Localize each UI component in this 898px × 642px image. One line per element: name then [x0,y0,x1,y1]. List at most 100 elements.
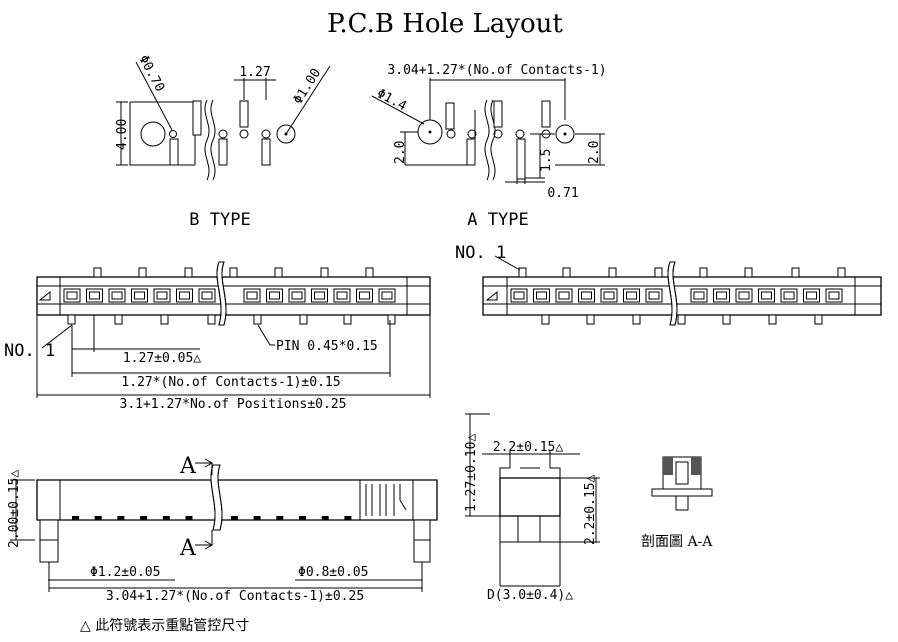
pin [814,314,823,325]
side-pin-tick [140,516,148,520]
pin [138,267,147,278]
slot [198,288,216,303]
side-pin-tick [230,516,238,520]
slot [803,288,820,303]
side-pin-tick [117,516,125,520]
a-type-hole-layout: 3.04+1.27*(No.of Contacts-1) Φ1.4 2.0 1.… [371,63,607,201]
b-type-label: B TYPE [189,210,250,230]
dia-right-label: Φ0.8±0.05 [298,565,368,580]
slot-inner [738,291,750,300]
slot-inner [648,291,660,300]
page-title: P.C.B Hole Layout [327,9,563,39]
end-width-label: 2.2±0.15△ [493,440,564,455]
slot [378,288,396,303]
slot-inner [716,291,727,300]
slot [555,288,573,303]
side-view-connector [36,458,438,563]
side-pin-tick [185,516,193,520]
pin [837,267,846,278]
side-pin-tick [299,516,306,520]
slot-inner [558,291,570,300]
a-dim-bottom-label: 0.71 [547,186,578,201]
pin-size-label: PIN 0.45*0.15 [276,339,378,354]
slot-inner [581,291,592,300]
end-height-right-label: 2.2±0.15△ [583,474,598,545]
section-a-bottom: A [179,536,197,561]
slot-inner [201,291,213,300]
a-dim-right-label: 2.0 [587,141,602,164]
b-height-label: 4.00 [115,119,130,150]
side-pin-tick [276,516,284,520]
pin [768,314,777,325]
slot-inner [291,291,303,300]
side-pin-tick [162,516,170,520]
side-pin-tick [94,516,102,520]
pin [114,314,123,325]
b-pitch-label: 1.27 [239,65,270,80]
section-label: 剖面圖 A-A [641,534,713,550]
slot-inner [336,291,348,300]
slot [780,288,798,303]
pitch-tol-label: 1.27±0.05△ [123,351,201,366]
pin [184,267,193,278]
slot [758,288,775,303]
b-dia-pin-label: Φ0.70 [135,53,167,95]
big-hole-circle [140,121,166,147]
slot [713,288,730,303]
slot-inner [314,291,325,300]
slot [333,288,351,303]
a-dim-mid-label: 1.5 [539,149,554,172]
slot [600,288,618,303]
slot-inner [806,291,817,300]
slot-inner [111,291,123,300]
pin [541,314,550,325]
slot-inner [156,291,168,300]
slot [735,288,753,303]
pin [387,314,396,325]
no1-right-label: NO. 1 [455,243,506,263]
a-dia-hole-label: Φ1.4 [374,86,409,114]
pin [320,267,329,278]
pin [632,314,641,325]
slot-inner [89,291,100,300]
dia-left-label: Φ1.2±0.05 [90,565,160,580]
slot [243,288,261,303]
pin [274,267,283,278]
slot [356,288,373,303]
slot [623,288,640,303]
slot [63,288,81,303]
pin [586,314,595,325]
slot-inner [66,291,78,300]
pin [67,314,76,325]
slot [86,288,103,303]
slot-inner [761,291,772,300]
side-pin-tick [344,516,352,520]
small-hole-circle [169,130,177,138]
pin [229,267,238,278]
slot [578,288,595,303]
slot [311,288,328,303]
slot-inner [134,291,145,300]
side-pin-tick [321,516,329,520]
pin [365,267,374,278]
slot [825,288,843,303]
slot-inner [513,291,525,300]
slot-inner [246,291,258,300]
slot [266,288,283,303]
pin [722,314,731,325]
slot-inner [626,291,637,300]
pin [207,314,216,325]
pin [93,267,102,278]
side-span-label: 3.04+1.27*(No.of Contacts-1)±0.25 [106,589,364,604]
slot [288,288,306,303]
slot [108,288,126,303]
no1-left-label: NO. 1 [4,341,55,361]
span-contacts-label: 1.27*(No.of Contacts-1)±0.15 [121,375,340,390]
top-view-left-connector [36,261,431,326]
pin [677,314,686,325]
pin [744,267,753,278]
slot-inner [179,291,190,300]
pin [518,267,527,278]
pin [654,267,663,278]
